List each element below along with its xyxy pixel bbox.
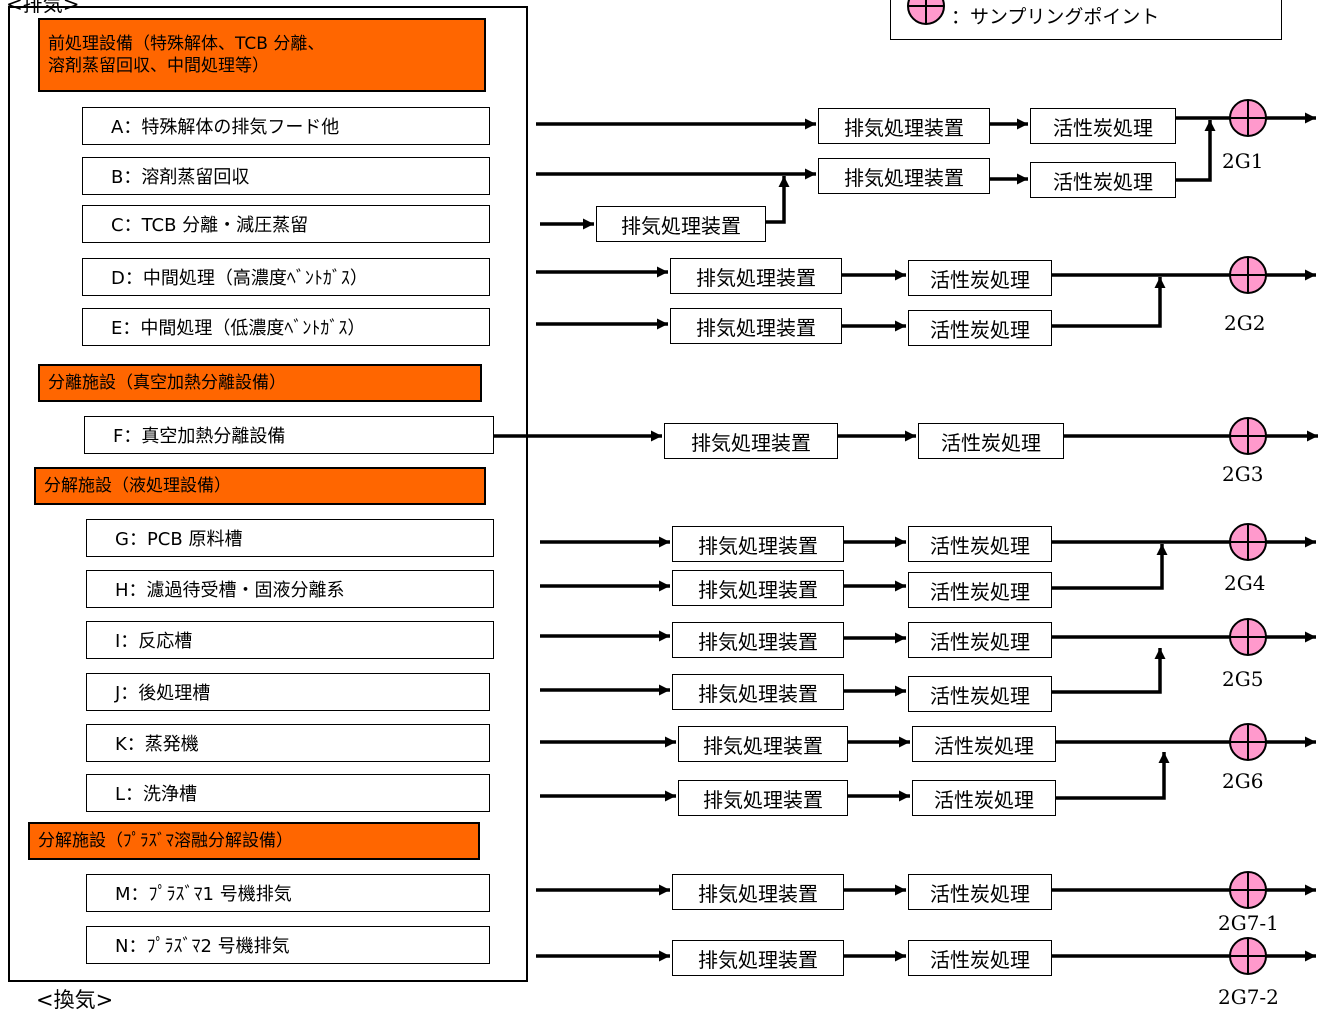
line-b-merge-2g1	[1176, 120, 1216, 182]
exhaust-unit-n: 排気処理装置	[672, 940, 844, 976]
sampling-id-2g7-2: 2G7-2	[1218, 985, 1279, 1009]
exhaust-unit-k: 排気処理装置	[678, 726, 848, 762]
source-box-l: L：洗浄槽	[86, 774, 490, 812]
exhaust-unit-l: 排気処理装置	[678, 780, 848, 816]
carbon-unit-j: 活性炭処理	[908, 676, 1052, 712]
carbon-unit-g: 活性炭処理	[908, 526, 1052, 562]
line-e-merge-2g2	[1052, 277, 1166, 328]
sampling-id-2g7-1: 2G7-1	[1218, 911, 1279, 935]
source-box-m: M：ﾌﾟﾗｽﾞﾏ1 号機排気	[86, 874, 490, 912]
exhaust-unit-a: 排気処理装置	[818, 108, 990, 144]
line-j-merge-2g5	[1052, 648, 1166, 694]
carbon-unit-f: 活性炭処理	[918, 423, 1064, 459]
legend: ：サンプリングポイント	[890, 0, 1282, 40]
exhaust-unit-m: 排気処理装置	[672, 874, 844, 910]
source-box-a: A：特殊解体の排気フード他	[82, 107, 490, 145]
sampling-point-2g7-2-icon	[1229, 937, 1267, 975]
exhaust-unit-e: 排気処理装置	[670, 308, 842, 344]
exhaust-unit-j: 排気処理装置	[672, 674, 844, 710]
carbon-unit-e: 活性炭処理	[908, 310, 1052, 346]
section-header-pretreatment: 前処理設備（特殊解体、TCB 分離、 溶剤蒸留回収、中間処理等）	[38, 18, 486, 92]
exhaust-unit-b: 排気処理装置	[818, 158, 990, 194]
sampling-point-2g7-1-icon	[1229, 871, 1267, 909]
carbon-unit-b: 活性炭処理	[1030, 162, 1176, 198]
source-box-i: I：反応槽	[86, 621, 494, 659]
sampling-point-2g2-icon	[1229, 256, 1267, 294]
sampling-point-2g4-icon	[1229, 523, 1267, 561]
exhaust-unit-f: 排気処理装置	[664, 423, 838, 459]
exhaust-unit-c: 排気処理装置	[596, 206, 766, 242]
exhaust-unit-d: 排気処理装置	[670, 258, 842, 294]
source-box-h: H：濾過待受槽・固液分離系	[86, 570, 494, 608]
sampling-id-2g1: 2G1	[1222, 149, 1264, 173]
carbon-unit-k: 活性炭処理	[912, 726, 1056, 762]
sampling-id-2g6: 2G6	[1222, 769, 1264, 793]
carbon-unit-i: 活性炭処理	[908, 622, 1052, 658]
carbon-unit-l: 活性炭処理	[912, 780, 1056, 816]
source-box-b: B：溶剤蒸留回収	[82, 157, 490, 195]
line-c-merge-b	[766, 176, 790, 224]
source-box-e: E：中間処理（低濃度ﾍﾞﾝﾄｶﾞｽ）	[82, 308, 490, 346]
source-box-n: N：ﾌﾟﾗｽﾞﾏ2 号機排気	[86, 926, 490, 964]
sampling-id-2g3: 2G3	[1222, 462, 1264, 486]
line-l-merge-2g6	[1056, 752, 1170, 800]
section-header-plasma: 分解施設（ﾌﾟﾗｽﾞﾏ溶融分解設備）	[28, 822, 480, 860]
carbon-unit-a: 活性炭処理	[1030, 108, 1176, 144]
exhaust-unit-i: 排気処理装置	[672, 622, 844, 658]
source-box-k: K：蒸発機	[86, 724, 490, 762]
sampling-id-2g4: 2G4	[1224, 571, 1266, 595]
sampling-point-2g3-icon	[1229, 417, 1267, 455]
source-box-j: J：後処理槽	[86, 673, 490, 711]
line-h-merge-2g4	[1052, 544, 1168, 590]
carbon-unit-d: 活性炭処理	[908, 260, 1052, 296]
sampling-point-2g5-icon	[1229, 618, 1267, 656]
carbon-unit-h: 活性炭処理	[908, 572, 1052, 608]
sampling-id-2g2: 2G2	[1224, 311, 1266, 335]
ventilation-title: <換気>	[36, 988, 114, 1012]
section-header-separation: 分離施設（真空加熱分離設備）	[38, 364, 482, 402]
source-frame	[8, 6, 528, 982]
carbon-unit-m: 活性炭処理	[908, 874, 1052, 910]
carbon-unit-n: 活性炭処理	[908, 940, 1052, 976]
exhaust-unit-h: 排気処理装置	[672, 570, 844, 606]
sampling-point-2g1-icon	[1229, 99, 1267, 137]
source-box-d: D：中間処理（高濃度ﾍﾞﾝﾄｶﾞｽ）	[82, 258, 490, 296]
source-box-g: G：PCB 原料槽	[86, 519, 494, 557]
source-box-c: C：TCB 分離・減圧蒸留	[82, 205, 490, 243]
legend-sampling-point-icon	[907, 0, 945, 25]
sampling-point-2g6-icon	[1229, 723, 1267, 761]
exhaust-unit-g: 排気処理装置	[672, 526, 844, 562]
source-box-f: F：真空加熱分離設備	[84, 416, 494, 454]
legend-text: ：サンプリングポイント	[951, 5, 1160, 28]
sampling-id-2g5: 2G5	[1222, 667, 1264, 691]
section-header-liquid: 分解施設（液処理設備）	[34, 467, 486, 505]
